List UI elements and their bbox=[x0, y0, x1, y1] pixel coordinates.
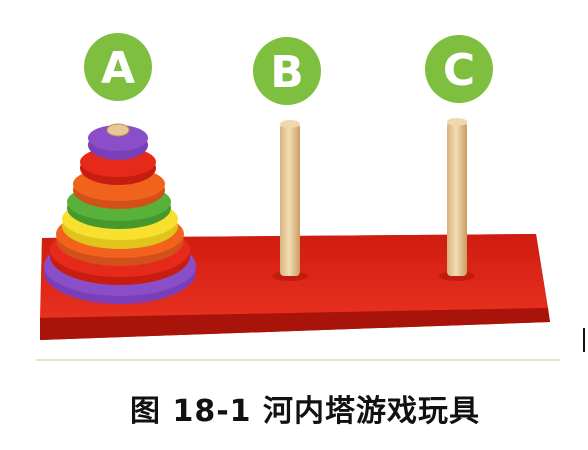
peg-a-tip bbox=[106, 123, 130, 137]
peg-label-a: A bbox=[84, 33, 152, 101]
edge-mark bbox=[583, 328, 585, 352]
peg-label-c: C bbox=[425, 35, 493, 103]
disk-stack-peg-a bbox=[44, 123, 196, 304]
peg-b bbox=[272, 120, 308, 281]
peg-label-c-text: C bbox=[443, 45, 475, 96]
peg-label-a-text: A bbox=[101, 43, 135, 94]
peg-c bbox=[439, 118, 475, 281]
figure-caption: 图 18-1 河内塔游戏玩具 bbox=[130, 394, 480, 429]
peg-label-b: B bbox=[253, 37, 321, 105]
peg-label-b-text: B bbox=[270, 47, 304, 98]
